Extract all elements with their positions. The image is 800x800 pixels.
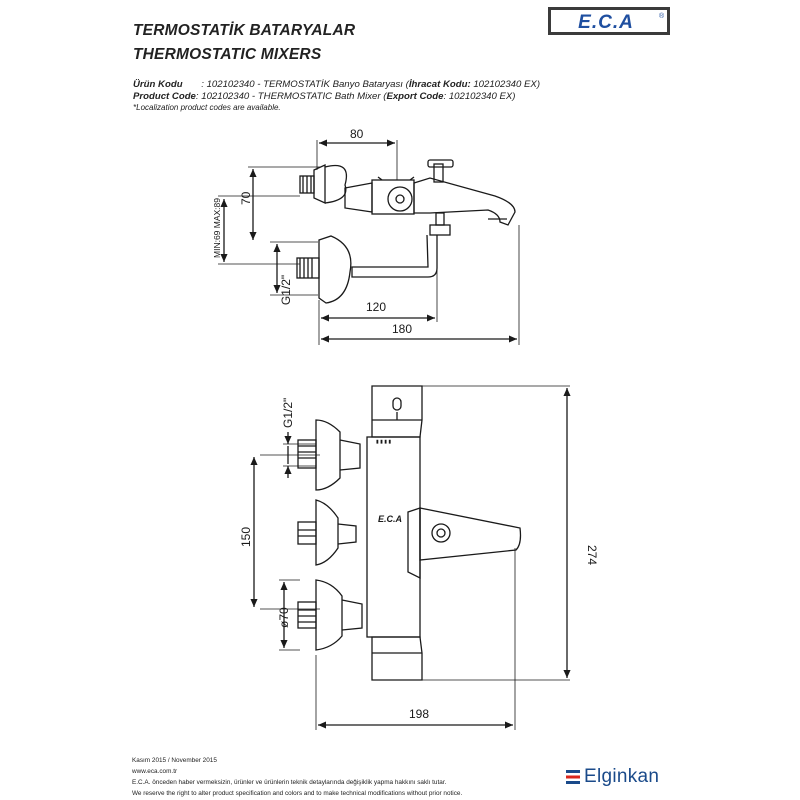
side-view: 80 70 MIN:69 MAX:89 G1/2" 120 180 bbox=[212, 127, 520, 345]
elginkan-mark-icon bbox=[566, 770, 580, 784]
dim-274: 274 bbox=[585, 545, 599, 565]
dim-70-side: 70 bbox=[239, 191, 253, 205]
dim-dia70: ø70 bbox=[277, 607, 291, 628]
product-code-english: Product Code: 102102340 - THERMOSTATIC B… bbox=[133, 91, 516, 102]
product-code-turkish: Ürün Kodu : 102102340 - TERMOSTATİK Bany… bbox=[133, 79, 540, 90]
dim-120: 120 bbox=[366, 300, 386, 314]
svg-text:E.C.A: E.C.A bbox=[378, 514, 402, 524]
svg-text:▮ ▮ ▮ ▮: ▮ ▮ ▮ ▮ bbox=[376, 439, 391, 445]
dim-g12-front: G1/2" bbox=[281, 398, 295, 428]
en-code-label: Product Code bbox=[133, 91, 196, 102]
registered-mark: ® bbox=[659, 12, 665, 20]
tr-code-value: 102102340 - TERMOSTATİK Banyo Bataryası … bbox=[206, 79, 409, 90]
en-code-sep: : bbox=[195, 91, 202, 102]
tr-export-label: İhracat Kodu: bbox=[408, 79, 471, 90]
footer-notice-turkish: E.C.A. önceden haber vermeksizin, ürünle… bbox=[132, 779, 447, 786]
front-view: G1/2" 150 ø70 274 198 ▮ ▮ ▮ ▮ bbox=[239, 385, 599, 730]
en-export-label: Export Code bbox=[386, 91, 444, 102]
eca-logo-text: E.C.A bbox=[578, 12, 634, 33]
title-turkish: TERMOSTATİK BATARYALAR bbox=[133, 22, 356, 39]
localization-note: *Localization product codes are availabl… bbox=[133, 103, 281, 112]
tr-export-value: 102102340 EX) bbox=[470, 79, 541, 90]
tr-code-label: Ürün Kodu bbox=[133, 79, 183, 90]
footer-url[interactable]: www.eca.com.tr bbox=[132, 768, 178, 775]
dim-80: 80 bbox=[350, 127, 364, 141]
tr-code-sep: : bbox=[182, 79, 207, 90]
dim-150: 150 bbox=[239, 527, 253, 547]
elginkan-logo: Elginkan bbox=[566, 764, 659, 790]
dim-g12-side: G1/2" bbox=[279, 275, 293, 305]
footer-notice-english: We reserve the right to alter product sp… bbox=[132, 790, 463, 797]
eca-logo: E.C.A ® bbox=[548, 7, 670, 35]
footer-date: Kasım 2015 / November 2015 bbox=[132, 757, 217, 764]
dim-198: 198 bbox=[409, 707, 429, 721]
dim-min-max: MIN:69 MAX:89 bbox=[212, 198, 222, 258]
en-export-value: : 102102340 EX) bbox=[443, 91, 516, 102]
dim-180: 180 bbox=[392, 322, 412, 336]
en-code-value: 102102340 - THERMOSTATIC Bath Mixer ( bbox=[201, 91, 387, 102]
title-english: THERMOSTATIC MIXERS bbox=[133, 46, 322, 63]
elginkan-brand-text: Elginkan bbox=[584, 766, 660, 787]
